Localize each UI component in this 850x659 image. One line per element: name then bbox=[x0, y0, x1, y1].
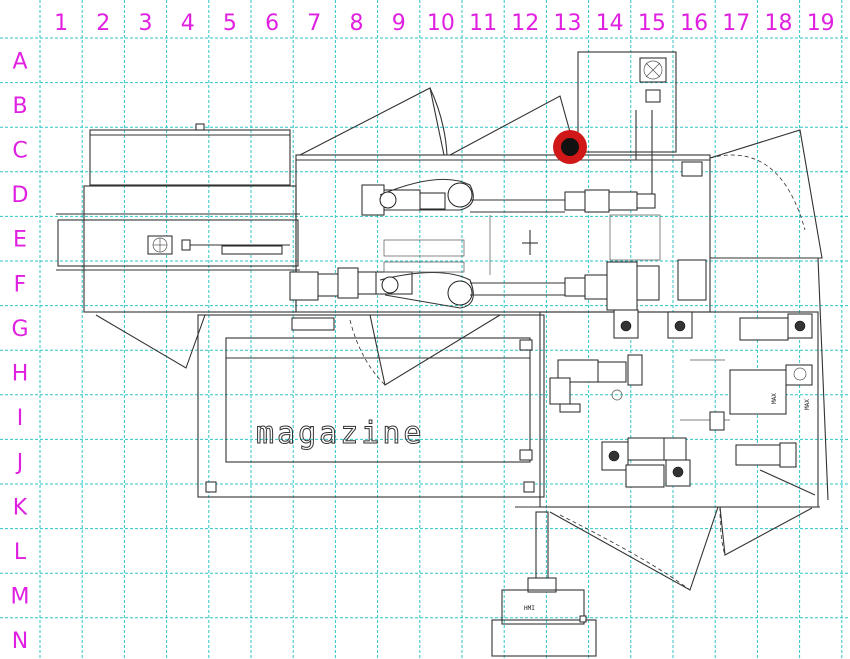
grid-row-label: E bbox=[13, 228, 27, 253]
grid-row-label: A bbox=[12, 49, 27, 74]
magazine-label: magazine bbox=[256, 416, 425, 451]
grid-column-label: 5 bbox=[223, 11, 237, 36]
grid-row-label: D bbox=[12, 183, 29, 208]
grid-column-label: 12 bbox=[511, 11, 539, 36]
grid-row-label: F bbox=[14, 272, 27, 297]
grid-column-label: 14 bbox=[596, 11, 624, 36]
location-marker[interactable] bbox=[553, 130, 587, 164]
grid-row-label: K bbox=[13, 495, 28, 520]
hmi-label: HMI bbox=[524, 605, 535, 612]
grid-row-label: B bbox=[12, 94, 27, 119]
grid-column-label: 6 bbox=[265, 11, 279, 36]
grid-column-label: 19 bbox=[807, 11, 835, 36]
grid-column-label: 3 bbox=[139, 11, 153, 36]
marker-center-dot bbox=[561, 138, 579, 156]
grid-row-label: C bbox=[12, 139, 27, 164]
grid-column-label: 18 bbox=[765, 11, 793, 36]
grid-column-label: 16 bbox=[680, 11, 708, 36]
grid-column-label: 15 bbox=[638, 11, 666, 36]
grid-row-label: I bbox=[17, 406, 24, 431]
grid-column-label: 10 bbox=[427, 11, 455, 36]
max-label-right: MAX bbox=[804, 399, 811, 410]
grid-row-label: J bbox=[15, 451, 24, 476]
grid-column-label: 8 bbox=[350, 11, 364, 36]
grid-column-label: 2 bbox=[96, 11, 110, 36]
grid-column-label: 17 bbox=[722, 11, 750, 36]
grid-row-label: L bbox=[14, 540, 27, 565]
grid-column-label: 7 bbox=[307, 11, 321, 36]
grid-column-label: 9 bbox=[392, 11, 406, 36]
grid-row-label: G bbox=[11, 317, 28, 342]
machine-drawing bbox=[56, 51, 829, 657]
grid-column-label: 4 bbox=[181, 11, 195, 36]
max-label-left: MAX bbox=[771, 393, 778, 404]
grid-row-label: N bbox=[12, 629, 28, 654]
grid-row-label: H bbox=[12, 362, 29, 387]
grid-column-label: 13 bbox=[554, 11, 582, 36]
grid-row-label: M bbox=[11, 585, 30, 610]
grid-column-label: 1 bbox=[54, 11, 68, 36]
grid-column-label: 11 bbox=[469, 11, 497, 36]
